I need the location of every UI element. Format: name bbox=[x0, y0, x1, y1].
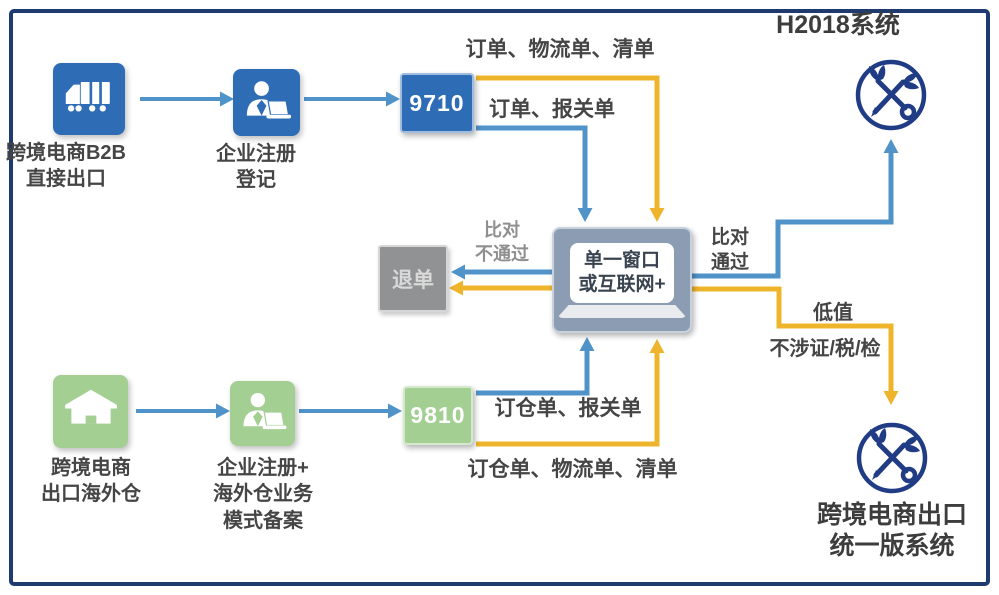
customs-emblem-icon bbox=[856, 422, 928, 494]
warehouse-icon bbox=[64, 390, 117, 424]
b2b-export-label: 跨境电商B2B 直接出口 bbox=[5, 142, 126, 191]
wire-compare-pass-to-h2018 bbox=[692, 151, 894, 279]
wire-9710-docs-blue bbox=[476, 125, 588, 210]
h2018-system-node bbox=[851, 55, 931, 135]
arrowhead-low-value-to-unified bbox=[883, 391, 899, 405]
person-laptop-icon bbox=[246, 81, 292, 119]
arrowhead-truck-to-registration bbox=[220, 91, 234, 107]
arrowhead-9810-docs-blue bbox=[579, 337, 595, 351]
reject-node: 退单 bbox=[378, 245, 448, 312]
arrowhead-registration-to-9710 bbox=[386, 91, 400, 107]
docs-label-9810-yellow: 订仓单、物流单、清单 bbox=[467, 458, 678, 481]
code-9810-node: 9810 bbox=[403, 386, 473, 445]
truck-icon bbox=[66, 82, 111, 112]
arrowhead-9710-docs-blue bbox=[577, 208, 593, 222]
docs-label-9710-blue: 订单、报关单 bbox=[489, 98, 615, 121]
single-window-label: 单一窗口 或互联网+ bbox=[578, 249, 666, 295]
registration-node-b2b bbox=[233, 69, 300, 136]
wire-9710-docs-yellow bbox=[476, 75, 660, 210]
arrowhead-9810-docs-yellow bbox=[649, 339, 665, 353]
docs-label-9710-yellow: 订单、物流单、清单 bbox=[465, 38, 655, 61]
person-laptop-icon bbox=[243, 392, 287, 429]
laptop-screen: 单一窗口 或互联网+ bbox=[570, 243, 674, 303]
wire-9810-docs-yellow bbox=[476, 351, 660, 447]
overseas-warehouse-node bbox=[53, 375, 128, 448]
arrowhead-9710-docs-yellow bbox=[649, 208, 665, 222]
arrowhead-compare-fail-yellow bbox=[449, 280, 463, 296]
registration-label-warehouse: 企业注册+ 海外仓业务 模式备案 bbox=[213, 457, 313, 532]
h2018-system-title: H2018系统 bbox=[776, 11, 900, 39]
low-value-label: 低值 bbox=[813, 302, 853, 324]
compare-pass-label: 比对 通过 bbox=[710, 227, 749, 274]
registration-label-b2b: 企业注册 登记 bbox=[216, 143, 296, 192]
no-cert-tax-inspection-label: 不涉证/税/检 bbox=[769, 338, 881, 360]
compare-fail-label: 比对 不通过 bbox=[475, 220, 529, 264]
unified-system-title: 跨境电商出口 统一版系统 bbox=[816, 501, 967, 561]
arrowhead-warehouse-to-registration bbox=[216, 403, 230, 419]
wire-9810-docs-blue bbox=[476, 349, 590, 396]
unified-system-node bbox=[852, 418, 932, 498]
wire-low-value-to-unified bbox=[692, 286, 894, 393]
customs-emblem-icon bbox=[855, 59, 927, 131]
laptop-base bbox=[557, 305, 687, 318]
arrowhead-compare-fail-blue bbox=[451, 264, 465, 280]
overseas-warehouse-label: 跨境电商 出口海外仓 bbox=[41, 457, 141, 506]
code-9710-node: 9710 bbox=[400, 73, 474, 133]
arrowhead-registration-to-9810 bbox=[388, 403, 402, 419]
docs-label-9810-blue: 订仓单、报关单 bbox=[494, 397, 642, 420]
b2b-export-node bbox=[53, 63, 125, 135]
single-window-node: 单一窗口 或互联网+ bbox=[552, 227, 692, 333]
registration-node-warehouse bbox=[230, 381, 295, 446]
arrowhead-compare-pass-to-h2018 bbox=[883, 139, 899, 153]
